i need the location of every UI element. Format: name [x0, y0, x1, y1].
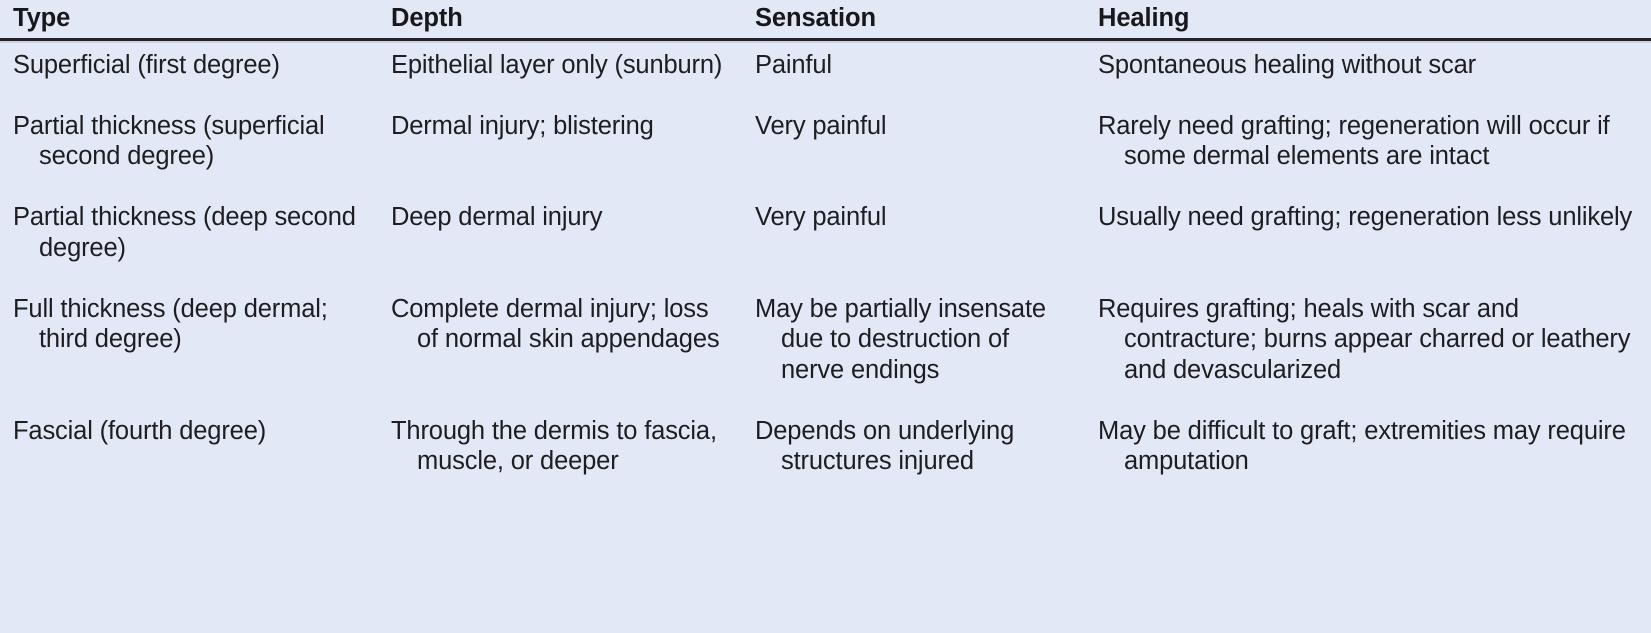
cell-type: Superficial (first degree) — [13, 51, 280, 80]
table-row: Fascial (fourth degree) Through the derm… — [0, 410, 1651, 477]
column-header-depth: Depth — [378, 0, 742, 41]
cell-type: Full thickness (deep dermal; third degre… — [13, 294, 328, 354]
header-row: Type Depth Sensation Healing — [0, 0, 1651, 41]
cell-depth: Through the dermis to fascia, muscle, or… — [391, 416, 717, 476]
cell-depth: Complete dermal injury; loss of normal s… — [391, 294, 720, 354]
cell-depth: Epithelial layer only (sunburn) — [391, 51, 723, 80]
cell-type: Partial thickness (superficial second de… — [13, 111, 325, 171]
cell-healing: Usually need grafting; regeneration less… — [1098, 203, 1633, 232]
table-row: Superficial (first degree) Epithelial la… — [0, 40, 1651, 105]
cell-healing: May be difficult to graft; extremities m… — [1098, 416, 1626, 476]
cell-healing: Rarely need grafting; regeneration will … — [1098, 111, 1610, 171]
cell-sensation: Very painful — [755, 111, 887, 140]
table-body: Superficial (first degree) Epithelial la… — [0, 40, 1651, 478]
column-header-healing: Healing — [1085, 0, 1651, 41]
cell-depth: Dermal injury; blistering — [391, 111, 654, 140]
cell-type: Fascial (fourth degree) — [13, 416, 267, 445]
column-header-sensation: Sensation — [742, 0, 1085, 41]
cell-type: Partial thickness (deep second degree) — [13, 203, 356, 262]
column-header-type: Type — [0, 0, 378, 41]
cell-sensation: Painful — [755, 51, 832, 80]
cell-sensation: Very painful — [755, 203, 887, 232]
table-row: Full thickness (deep dermal; third degre… — [0, 288, 1651, 410]
cell-healing: Spontaneous healing without scar — [1098, 51, 1476, 80]
table-header: Type Depth Sensation Healing — [0, 0, 1651, 41]
table-row: Partial thickness (deep second degree) D… — [0, 196, 1651, 287]
cell-sensation: Depends on underlying structures injured — [755, 416, 1015, 476]
burn-depth-classification-table: Type Depth Sensation Healing Superficial… — [0, 0, 1651, 478]
cell-depth: Deep dermal injury — [391, 203, 603, 232]
cell-healing: Requires grafting; heals with scar and c… — [1098, 294, 1631, 385]
cell-sensation: May be partially insensate due to destru… — [755, 294, 1046, 385]
table-row: Partial thickness (superficial second de… — [0, 105, 1651, 196]
